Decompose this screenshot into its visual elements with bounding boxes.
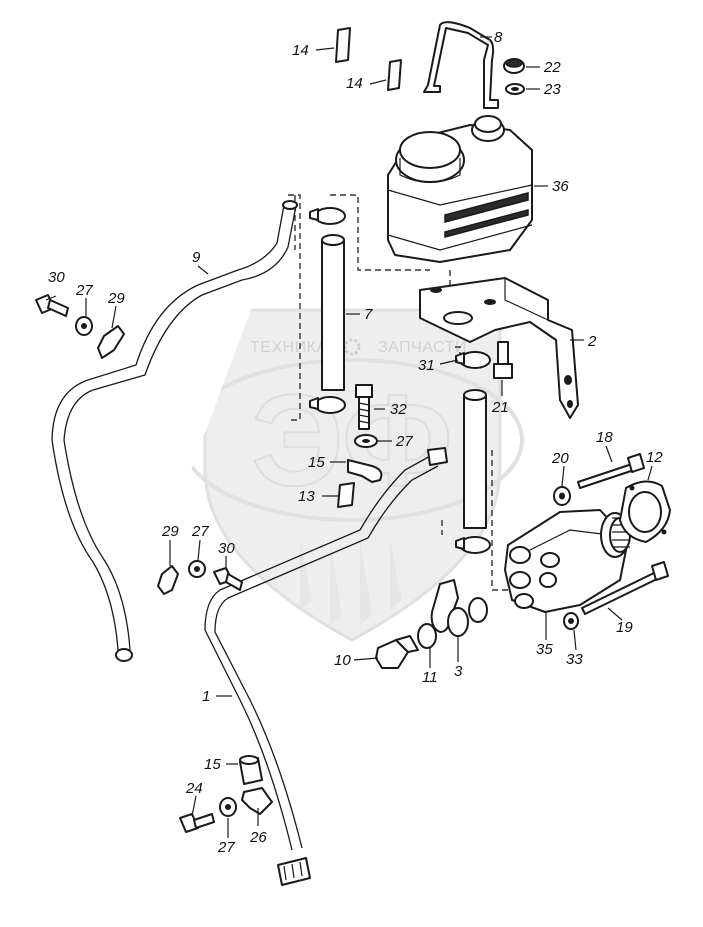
part-15-clip-upper	[347, 459, 383, 483]
part-32-bolt	[355, 384, 373, 430]
part-24-bolt	[179, 813, 215, 833]
part-10-plug	[375, 635, 419, 669]
watermark-right-text: ЗАПЧАСТИ	[378, 339, 467, 356]
part-13-shim	[337, 482, 355, 508]
part-7-hose	[321, 234, 345, 391]
callout-14-a: 14	[292, 42, 309, 59]
part-19-bolt	[581, 561, 669, 615]
part-22-nut	[503, 58, 525, 74]
clamp-lower-left	[309, 396, 346, 414]
part-1-pipe	[204, 447, 448, 886]
callout-23: 23	[543, 81, 561, 98]
callout-27-lower-left: 27	[191, 523, 209, 540]
callout-14-b: 14	[346, 75, 363, 92]
part-23-washer	[505, 83, 525, 95]
clamp-upper-left	[309, 207, 346, 225]
watermark-left-text: ТЕХНИКА	[250, 339, 328, 356]
part-2-bracket	[419, 277, 579, 419]
callout-9: 9	[192, 249, 201, 266]
callout-12: 12	[646, 449, 663, 466]
callout-3: 3	[454, 663, 463, 680]
part-12-gasket	[619, 480, 671, 543]
callout-24: 24	[185, 780, 203, 797]
part-9-pipe	[51, 200, 298, 662]
callout-labels: 8 14 14 22 23 36 9 7 2 31 32 21 27 15 13…	[48, 29, 663, 856]
watermark-wheat	[300, 540, 402, 625]
part-31-clamp	[455, 351, 491, 369]
callout-22: 22	[543, 59, 561, 76]
callout-27-bottom: 27	[217, 839, 235, 856]
part-30-bolt-upper	[35, 294, 69, 317]
callout-27-upper-left: 27	[75, 282, 93, 299]
part-21-bolt	[493, 341, 513, 379]
washer-27-lower-left	[188, 560, 206, 578]
washer-27-upper-left	[75, 316, 93, 336]
callout-26: 26	[249, 829, 267, 846]
leader-lines	[45, 36, 653, 838]
part-3-banjo	[430, 579, 488, 637]
part-14-shim-b	[387, 59, 402, 91]
part-36-reservoir-tank	[387, 115, 533, 263]
callout-27-center: 27	[395, 433, 413, 450]
callout-30-lower: 30	[218, 540, 235, 557]
callout-21: 21	[491, 399, 509, 416]
part-15-sleeve-lower	[239, 755, 263, 785]
part-18-bolt	[577, 453, 645, 489]
clamp-lower-right	[455, 536, 491, 554]
washer-27-bottom	[219, 797, 237, 817]
callout-18: 18	[596, 429, 613, 446]
callout-29-lower: 29	[161, 523, 179, 540]
callout-30-upper: 30	[48, 269, 65, 286]
callout-13: 13	[298, 488, 315, 505]
callout-11: 11	[422, 669, 438, 686]
hose-right	[463, 389, 487, 529]
part-33-washer	[563, 612, 579, 630]
callout-36: 36	[552, 178, 569, 195]
part-29-clip-lower	[157, 565, 179, 595]
callout-8: 8	[494, 29, 503, 46]
part-29-clip-upper	[97, 325, 125, 359]
part-11-ring	[417, 623, 437, 649]
callout-7: 7	[364, 306, 373, 323]
callout-31: 31	[418, 357, 435, 374]
washer-27-center	[354, 434, 378, 448]
callout-32: 32	[390, 401, 407, 418]
callout-15-lower: 15	[204, 756, 221, 773]
part-26-clip	[241, 787, 273, 815]
part-14-shim-a	[335, 27, 351, 63]
callout-1: 1	[202, 688, 210, 705]
callout-15-upper: 15	[308, 454, 325, 471]
callout-29-upper: 29	[107, 290, 125, 307]
callout-20: 20	[551, 450, 569, 467]
callout-33: 33	[566, 651, 583, 668]
part-8-strap	[423, 21, 499, 109]
part-30-bolt-lower	[213, 567, 243, 591]
part-20-washer	[553, 486, 571, 506]
callout-19: 19	[616, 619, 633, 636]
watermark-logo: ЭФ ТЕХНИКА ЗАПЧАСТИ	[180, 308, 524, 642]
callout-35: 35	[536, 641, 553, 658]
callout-2: 2	[587, 333, 597, 350]
callout-10: 10	[334, 652, 351, 669]
